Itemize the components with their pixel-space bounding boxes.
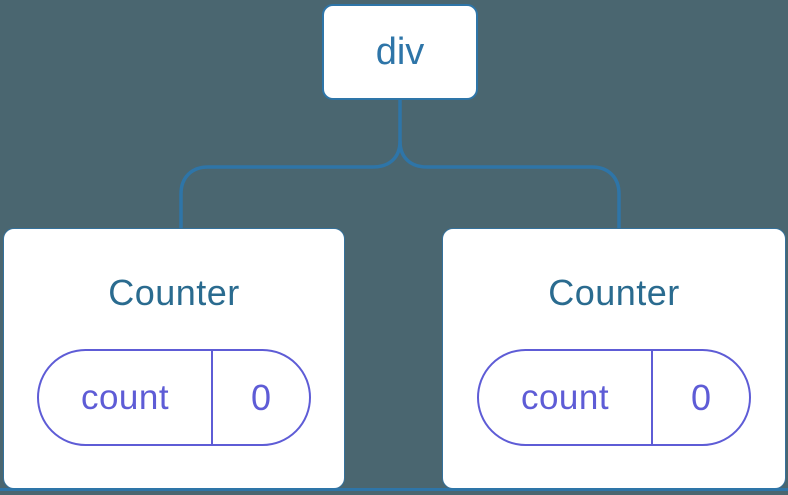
connector-branch-left [179,140,402,229]
state-value: 0 [690,376,712,418]
counter-card-right: Counter count 0 [442,228,786,489]
state-pill: count 0 [37,349,311,446]
counter-card-left: Counter count 0 [3,228,345,489]
state-key: count [39,351,213,444]
state-value: 0 [250,376,272,418]
bottom-divider-line [0,488,788,491]
state-pill: count 0 [477,349,751,446]
connector-branch-right [398,140,621,229]
component-title: Counter [108,272,240,313]
state-key: count [479,351,653,444]
component-title: Counter [548,272,680,313]
root-node-div: div [322,4,478,100]
root-node-label: div [375,31,425,73]
